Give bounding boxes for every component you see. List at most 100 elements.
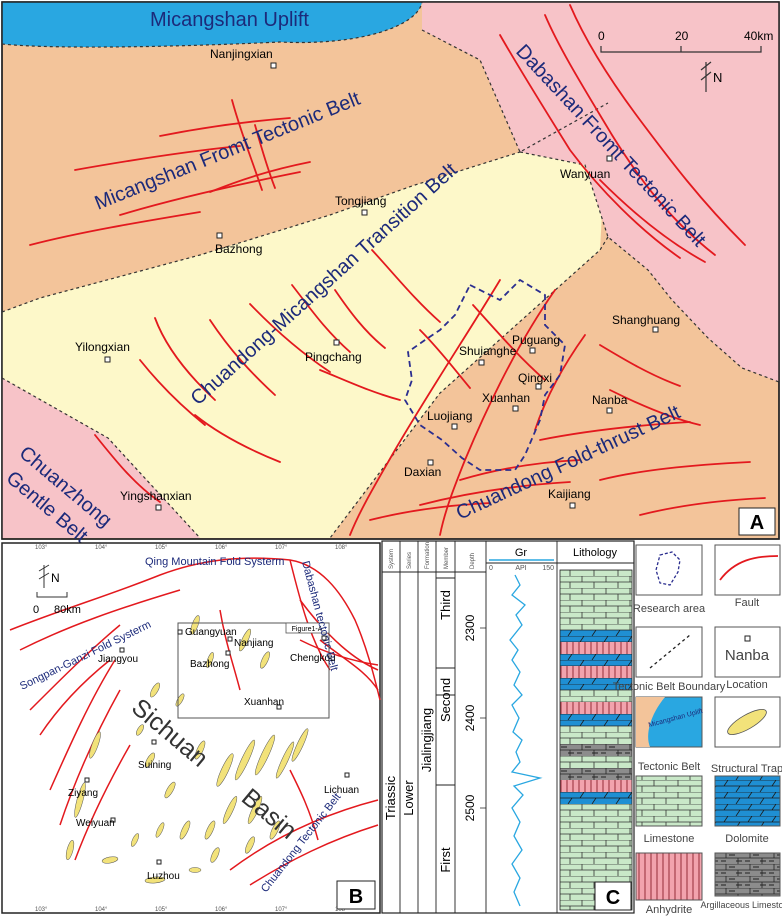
svg-text:107°: 107° <box>275 907 288 913</box>
scale-tick: 20 <box>675 29 689 43</box>
panel-a-scale-bar: 0 20 40km <box>598 29 773 53</box>
location-qingxi: Qingxi <box>518 371 552 390</box>
member-first: First <box>438 847 453 873</box>
micangshan-uplift-region <box>2 2 422 48</box>
location-markers: Nanjingxian Wanyuan Tongjiang Bazhong Yi… <box>75 47 680 511</box>
scale-tick: 80km <box>54 604 81 616</box>
north-label: N <box>51 571 60 585</box>
location-label: Pingchang <box>305 350 362 364</box>
micangshan-uplift-label: Micangshan Uplift <box>150 9 309 31</box>
svg-text:108°: 108° <box>335 907 348 913</box>
location-yilongxian: Yilongxian <box>75 340 130 363</box>
city-label: Chengkou <box>290 653 336 664</box>
panel-b-scale-bar: 0 80km <box>33 592 81 616</box>
legend-argillaceous-limestone: Argillaceous Limestone <box>700 852 782 910</box>
location-label: Tongjiang <box>335 194 386 208</box>
location-label: Daxian <box>404 465 441 479</box>
svg-text:106°: 106° <box>215 907 228 913</box>
svg-text:105°: 105° <box>155 545 168 551</box>
location-label: Wanyuan <box>560 167 610 181</box>
svg-text:104°: 104° <box>95 907 108 913</box>
trap-icon <box>727 709 767 735</box>
scale-tick: 40km <box>744 29 773 43</box>
panel-a-letter-box: A <box>738 507 776 536</box>
location-label: Shanghuang <box>612 313 680 327</box>
city-label: Luzhou <box>147 871 180 882</box>
city-luzhou: Luzhou <box>147 859 180 882</box>
belt-icon <box>636 697 665 747</box>
legend-research-area: Research area <box>633 544 706 615</box>
panel-b-structural-traps <box>65 615 309 884</box>
figure-1a-extent-box <box>177 622 330 719</box>
location-xuanhan: Xuanhan <box>482 391 530 412</box>
panel-c-letter-box: C <box>594 881 632 911</box>
gr-min: 0 <box>489 565 493 572</box>
city-guangyuan: Guangyuan <box>177 627 237 638</box>
svg-text:107°: 107° <box>275 545 288 551</box>
panel-b-cities: Guangyuan Nanjiang Bazhong Chengkou Jian… <box>68 627 359 882</box>
transition-belt-region <box>2 103 608 538</box>
research-area-icon <box>655 551 681 586</box>
svg-text:103°: 103° <box>35 907 48 913</box>
panel-b-faults <box>9 557 381 886</box>
location-label: Shuianghe <box>459 344 517 358</box>
legend-label: Anhydrite <box>646 904 692 916</box>
panel-a-map: Micangshan Uplift Micangshan Fromt Tecto… <box>1 1 780 548</box>
location-label: Yingshanxian <box>120 489 192 503</box>
location-tongjiang: Tongjiang <box>335 194 386 216</box>
north-label: N <box>713 70 722 85</box>
svg-text:104°: 104° <box>95 545 108 551</box>
location-wanyuan: Wanyuan <box>560 155 613 181</box>
gr-max: 150 <box>542 565 554 572</box>
panel-b-letter: B <box>349 886 363 908</box>
member-second: Second <box>438 678 453 722</box>
north-arrow-icon: N <box>38 564 60 588</box>
limestone-swatch <box>635 775 703 827</box>
panel-c-letter: C <box>606 887 620 909</box>
location-shanghuang: Shanghuang <box>612 313 680 333</box>
city-label: Ziyang <box>68 788 98 799</box>
city-label: Xuanhan <box>244 697 284 708</box>
city-label: Jiangyou <box>98 654 138 665</box>
city-nanjiang: Nanjiang <box>227 636 273 649</box>
location-label: Nanjingxian <box>210 47 273 61</box>
lithology-title: Lithology <box>573 547 618 559</box>
dabashan-belt-region <box>422 2 779 382</box>
formation-label: Jialingjiang <box>419 708 434 772</box>
city-label: Lichuan <box>324 785 359 796</box>
lithology-column <box>559 569 633 911</box>
svg-text:108°: 108° <box>335 545 348 551</box>
fault-lines <box>29 4 766 536</box>
location-label: Nanba <box>592 393 628 407</box>
location-puguang: Puguang <box>512 333 560 354</box>
header-system: System <box>389 549 395 569</box>
location-shuianghe: Shuianghe <box>459 344 517 366</box>
city-label: Bazhong <box>190 659 229 670</box>
location-label: Yilongxian <box>75 340 130 354</box>
legend-limestone: Limestone <box>635 775 703 845</box>
city-suining: Suining <box>138 739 171 771</box>
panel-b-letter-box: B <box>336 880 376 910</box>
panel-b-graticule: 103°104°105°106°107°108° 103°104°105°106… <box>35 545 348 913</box>
legend-dolomite: Dolomite <box>714 775 781 845</box>
legend-label: Tectonic Belt Boundary <box>613 681 726 693</box>
city-lichuan: Lichuan <box>324 772 359 796</box>
city-jiangyou: Jiangyou <box>98 647 138 665</box>
location-luojiang: Luojiang <box>427 409 472 430</box>
header-series: Series <box>407 552 413 569</box>
svg-text:105°: 105° <box>155 907 168 913</box>
member-third: Third <box>438 590 453 620</box>
scale-tick: 0 <box>598 29 605 43</box>
north-arrow-icon: N <box>700 61 722 92</box>
gr-unit: API <box>515 565 526 572</box>
legend-location: Nanba Location <box>714 626 781 691</box>
panel-b-frame <box>1 542 381 914</box>
panel-a-letter: A <box>750 512 764 534</box>
argillaceous-swatch <box>714 852 781 897</box>
header-member: Member <box>444 547 450 569</box>
dolomite-swatch <box>714 775 781 827</box>
tectonic-belt-boundaries <box>1 1 780 539</box>
location-kaijiang: Kaijiang <box>548 487 591 509</box>
system-label: Triassic <box>383 775 398 820</box>
